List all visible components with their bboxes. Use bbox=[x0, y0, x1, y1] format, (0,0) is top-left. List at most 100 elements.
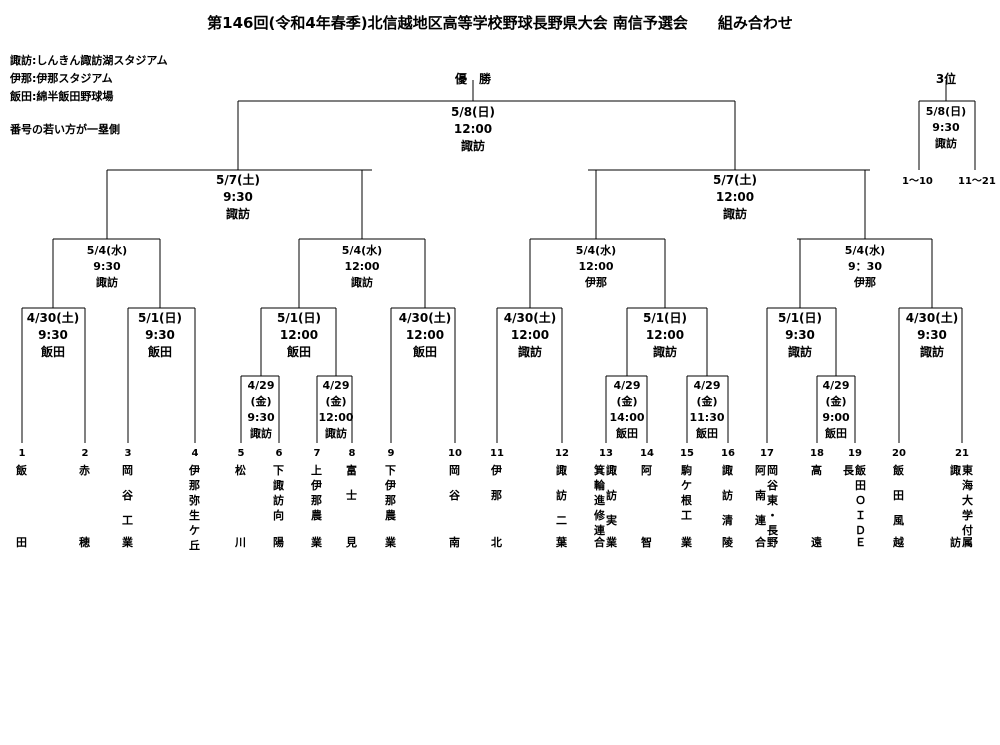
match-time: 12:00 bbox=[453, 122, 493, 136]
match-date: 4/30(土) bbox=[26, 311, 80, 325]
match-venue: 諏訪 bbox=[722, 207, 747, 221]
match-venue: 飯田 bbox=[147, 345, 172, 359]
match-date: 5/1(日) bbox=[777, 311, 823, 325]
match-date: 4/29 bbox=[247, 379, 275, 392]
match-date: 5/8(日) bbox=[450, 105, 496, 119]
match-label-third-place: 5/8(日) 9:30 諏訪 bbox=[926, 104, 966, 152]
match-time: 9:30 bbox=[145, 328, 175, 342]
match-venue: 諏訪 bbox=[934, 137, 957, 150]
match-label-round2-5: 5/1(日) 12:00 諏訪 bbox=[643, 310, 687, 361]
match-venue: 飯田 bbox=[40, 345, 65, 359]
match-venue: 伊那 bbox=[584, 276, 607, 289]
team-number: 17 bbox=[760, 448, 774, 459]
match-time: 12:00 bbox=[318, 411, 354, 424]
team-name-last: 業 bbox=[385, 536, 396, 549]
match-venue: 諏訪 bbox=[95, 276, 118, 289]
match-label-round2-0: 4/30(土) 9:30 飯田 bbox=[27, 310, 79, 361]
page-title: 第146回(令和4年春季)北信越地区高等学校野球長野県大会 南信予選会 組み合わ… bbox=[207, 14, 793, 32]
match-time: 11:30 bbox=[689, 411, 725, 424]
team-name: 高 bbox=[811, 464, 822, 477]
match-venue: 諏訪 bbox=[250, 427, 272, 440]
team-name-last: 業 bbox=[681, 536, 692, 549]
match-date: 5/4(水) bbox=[575, 244, 617, 257]
team-number: 13 bbox=[599, 448, 613, 459]
match-time: 12:00 bbox=[344, 260, 380, 273]
team-name: 箕輪進修連 bbox=[594, 464, 605, 537]
match-date: 4/30(土) bbox=[905, 311, 959, 325]
team-name-last: 見 bbox=[346, 536, 357, 549]
team-name-last: 合 bbox=[755, 536, 766, 549]
team-name: 伊那弥生ケ丘 bbox=[189, 464, 200, 552]
team-name-last: 北 bbox=[491, 536, 502, 549]
match-time: 9:30 bbox=[917, 328, 947, 342]
match-date: 4/29 bbox=[693, 379, 721, 392]
team-number: 21 bbox=[955, 448, 969, 459]
match-date: 5/1(日) bbox=[137, 311, 183, 325]
match-time: 9:30 bbox=[932, 121, 960, 134]
team-name: 飯 bbox=[16, 464, 27, 477]
team-name-last: 業 bbox=[122, 536, 133, 549]
match-venue: 諏訪 bbox=[787, 345, 812, 359]
team-name-last: 遠 bbox=[811, 536, 822, 549]
team-name: 岡谷東・長 bbox=[767, 464, 778, 537]
team-name: 諏 bbox=[950, 464, 961, 477]
match-date: 4/29 bbox=[322, 379, 350, 392]
match-date: 5/1(日) bbox=[276, 311, 322, 325]
match-venue: 飯田 bbox=[286, 345, 311, 359]
team-number: 10 bbox=[448, 448, 462, 459]
match-time: 9:30 bbox=[223, 190, 253, 204]
match-time: 9:30 bbox=[38, 328, 68, 342]
match-label-round2-1: 5/1(日) 9:30 飯田 bbox=[138, 310, 182, 361]
team-name: 東海大学付 bbox=[962, 464, 973, 537]
venue-legend-suwa: 諏訪:しんきん諏訪湖スタジアム bbox=[10, 54, 168, 67]
champion-label: 優 勝 bbox=[454, 72, 492, 86]
match-venue: 諏訪 bbox=[652, 345, 677, 359]
team-number: 19 bbox=[848, 448, 862, 459]
venue-legend-ina: 伊那:伊那スタジアム bbox=[10, 72, 113, 85]
team-name-last: 陽 bbox=[273, 536, 284, 549]
match-date: 5/1(日) bbox=[642, 311, 688, 325]
team-number: 12 bbox=[555, 448, 569, 459]
third-place-label: 3位 bbox=[935, 72, 957, 86]
team-number: 16 bbox=[721, 448, 735, 459]
match-time: 9:30 bbox=[93, 260, 121, 273]
team-name-last: 属 bbox=[962, 536, 973, 549]
match-time: 12:00 bbox=[645, 328, 685, 342]
team-name: 長 bbox=[843, 464, 854, 477]
match-date: 4/29 bbox=[613, 379, 641, 392]
match-date: 5/7(土) bbox=[215, 173, 261, 187]
team-name-last: 川 bbox=[235, 536, 246, 549]
team-name-last: 訪 bbox=[950, 536, 961, 549]
third-place-right-range: 11～21 bbox=[958, 176, 996, 187]
team-name: 岡谷工 bbox=[122, 464, 133, 527]
team-name-last: Ｅ bbox=[855, 536, 866, 549]
team-number: 4 bbox=[191, 448, 199, 459]
team-number: 9 bbox=[387, 448, 395, 459]
team-number: 15 bbox=[680, 448, 694, 459]
match-date: 5/8(日) bbox=[925, 105, 967, 118]
team-name-last: 野 bbox=[767, 536, 778, 549]
team-name: 飯田風 bbox=[893, 464, 904, 527]
team-name: 上伊那農 bbox=[311, 464, 322, 522]
first-base-note: 番号の若い方が一塁側 bbox=[10, 123, 120, 136]
team-number: 6 bbox=[275, 448, 283, 459]
match-venue: 諏訪 bbox=[919, 345, 944, 359]
team-name-last: 陵 bbox=[722, 536, 733, 549]
team-number: 2 bbox=[81, 448, 89, 459]
match-time: 14:00 bbox=[609, 411, 645, 424]
team-name: 諏訪清 bbox=[722, 464, 733, 527]
team-name: 諏訪二 bbox=[556, 464, 567, 527]
match-venue: 伊那 bbox=[853, 276, 876, 289]
team-name: 富士 bbox=[346, 464, 357, 502]
match-time: 12:00 bbox=[715, 190, 755, 204]
